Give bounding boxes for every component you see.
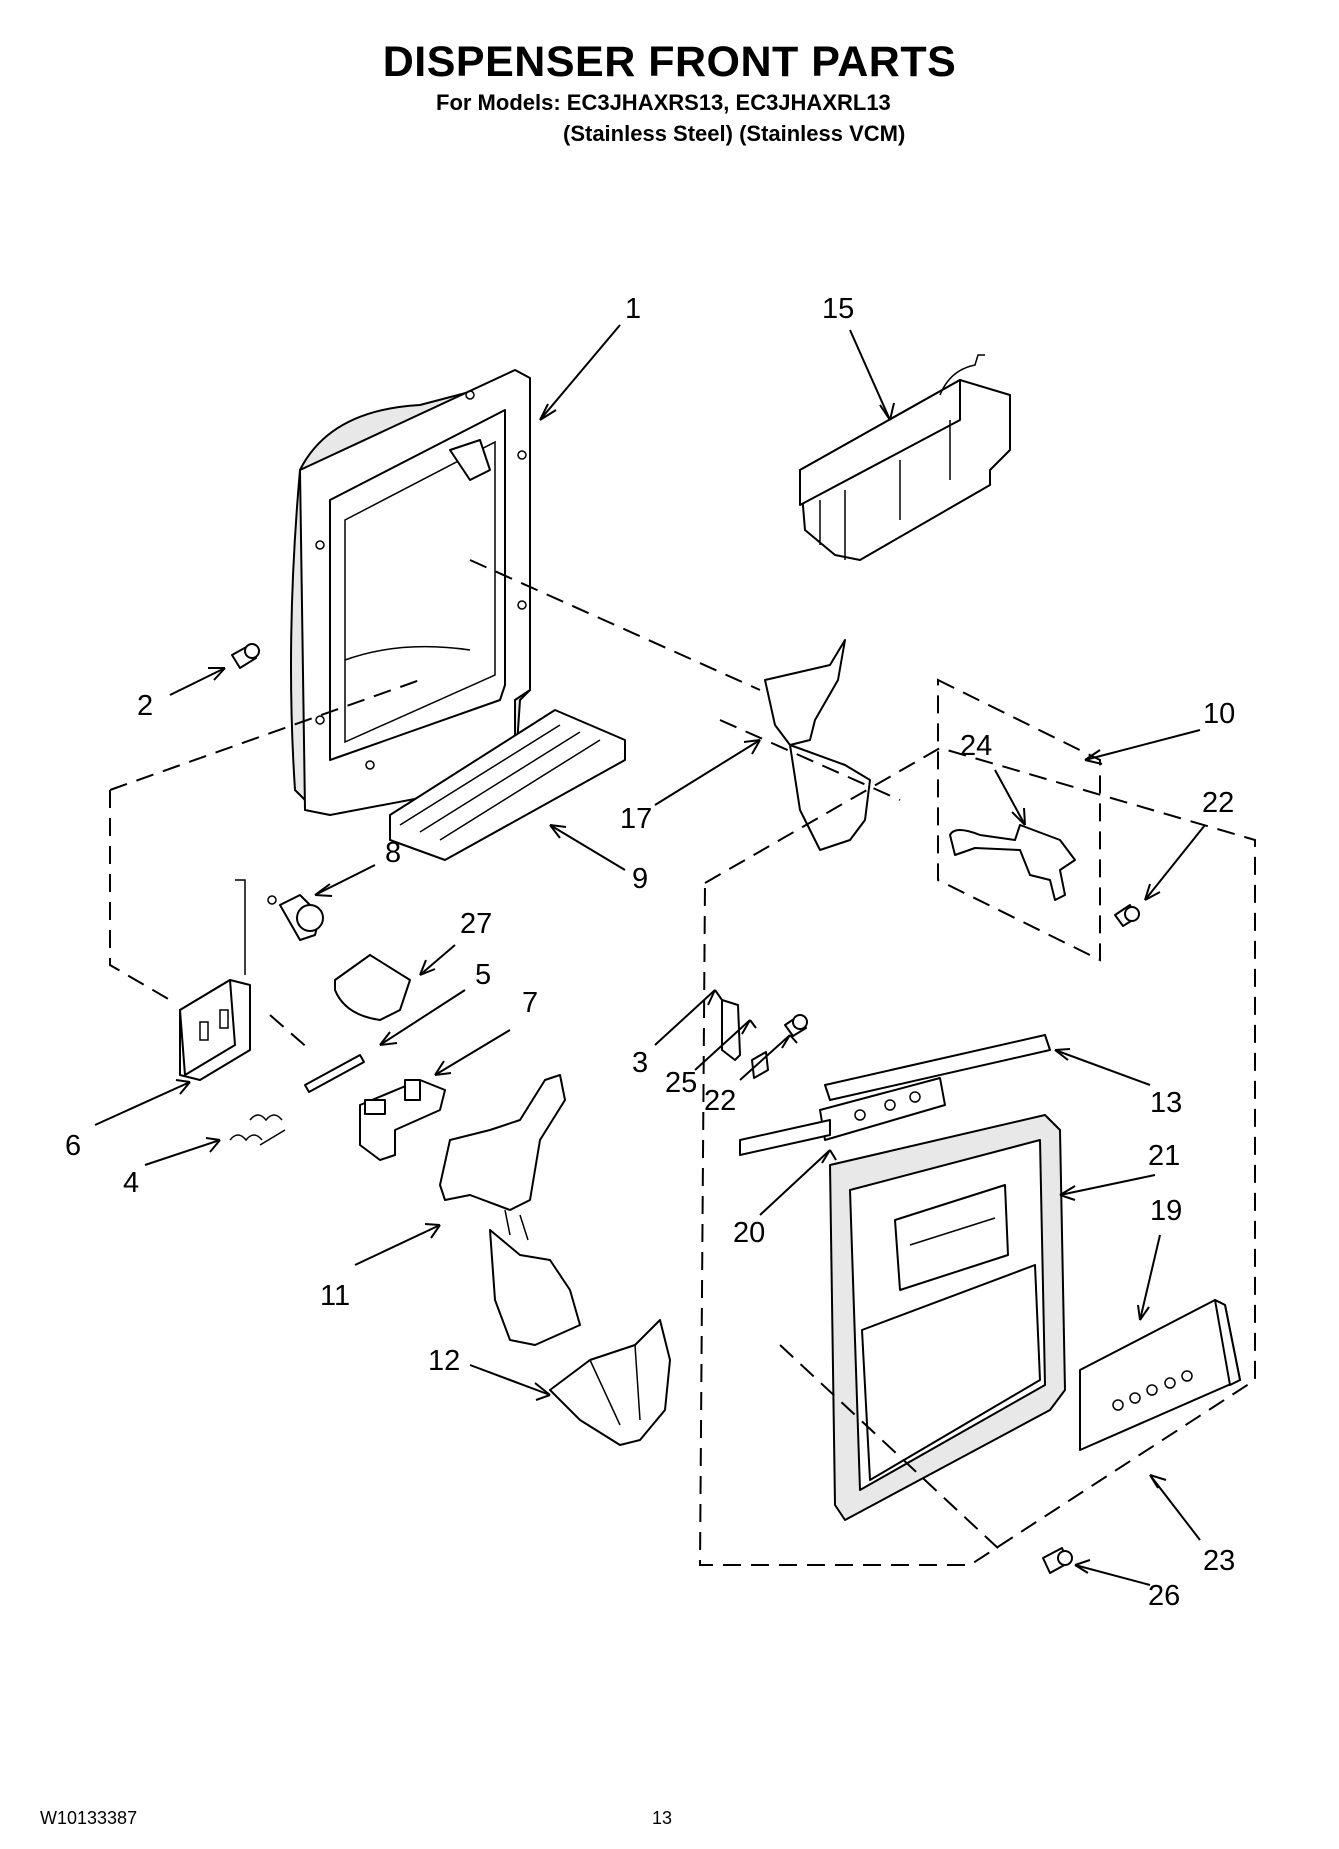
part-11-water-paddle [439,1074,581,1346]
callout-7: 7 [522,987,538,1019]
models-subtitle: For Models: EC3JHAXRS13, EC3JHAXRL13 [436,90,891,115]
part-22-screw-center [784,1014,808,1037]
group-outline-front [698,746,1256,1566]
part-21-bezel [829,1114,1066,1521]
part-13-trim [824,1034,1051,1101]
part-8-actuator [267,894,324,941]
callout-17: 17 [620,803,652,835]
callout-21: 21 [1148,1140,1180,1172]
part-5-pin [304,1054,365,1093]
variants-subtitle: (Stainless Steel) (Stainless VCM) [563,121,906,146]
callout-6: 6 [65,1130,81,1162]
callout-22-center: 22 [704,1085,736,1117]
callout-22-right: 22 [1202,787,1234,819]
callout-20: 20 [733,1217,765,1249]
callout-9: 9 [632,863,648,895]
callout-23: 23 [1203,1545,1235,1577]
page-number: 13 [652,1808,673,1828]
part-1-housing-frame [290,369,531,816]
part-19-overlay [1079,1299,1241,1451]
callout-27: 27 [460,908,492,940]
part-22-screw-right [1114,904,1140,927]
callout-11: 11 [320,1280,350,1312]
part-26-screw [1042,1547,1073,1574]
part-20-bracket [739,1077,946,1156]
part-15-control-housing [799,354,1011,561]
group-outline-10 [937,678,1101,962]
callout-24: 24 [960,730,992,762]
part-12-chute-cup [549,1319,671,1446]
part-9-drip-tray [389,709,626,861]
page-title: DISPENSER FRONT PARTS [382,38,957,86]
callout-4: 4 [123,1167,139,1199]
part-3-switch [721,999,741,1061]
callout-8: 8 [385,837,401,869]
part-7-shaft [359,1079,446,1161]
callout-25: 25 [665,1067,697,1099]
callout-12: 12 [428,1345,460,1377]
part-27-cover [334,954,411,1021]
part-2-screw [231,643,260,669]
part-24-lever [949,824,1076,901]
document-number: W10133387 [40,1808,138,1828]
callout-15: 15 [822,293,854,325]
callout-5: 5 [475,959,491,991]
callout-13: 13 [1150,1087,1182,1119]
callout-26: 26 [1148,1580,1180,1612]
callout-10: 10 [1203,698,1235,730]
part-6-module [179,879,251,1081]
callout-1: 1 [625,293,641,325]
part-4-spring [229,1114,286,1146]
guide-lines [109,559,1001,1551]
callout-2: 2 [137,690,153,722]
callout-3: 3 [632,1047,648,1079]
callout-labels: 1 15 2 10 24 22 17 8 9 27 5 7 3 25 22 13… [65,293,1235,1612]
callout-19: 19 [1150,1195,1182,1227]
leader-lines [94,324,1206,1586]
